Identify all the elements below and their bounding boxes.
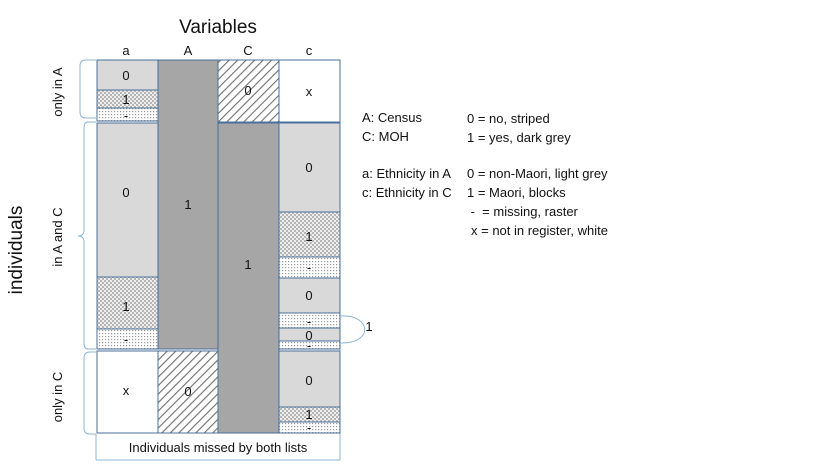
value-c-both-0-c: 0 bbox=[305, 328, 312, 343]
brace-label: 1 bbox=[365, 319, 372, 334]
column-header-c: c bbox=[306, 43, 313, 58]
value-a-only-A-0: 0 bbox=[122, 68, 129, 83]
bracket-in-A-and-C bbox=[77, 121, 96, 350]
value-c-both-missing-a: - bbox=[307, 260, 311, 275]
cell-c-both-non-maori-2 bbox=[278, 277, 341, 314]
value-c-only-C-1: 1 bbox=[305, 407, 312, 422]
value-A-only-C-0: 0 bbox=[184, 384, 191, 399]
group-label-only-in-C: only in C bbox=[50, 372, 65, 423]
legend-zero: 0 = no, striped bbox=[467, 111, 550, 126]
value-c-both-1: 1 bbox=[305, 229, 312, 244]
legend-c-label: c: Ethnicity in C bbox=[362, 185, 452, 200]
cell-c-both-missing-3 bbox=[278, 340, 341, 350]
legend-non-maori: 0 = non-Maori, light grey bbox=[467, 166, 608, 181]
value-c-both-missing-c: - bbox=[307, 338, 311, 353]
cell-c-only-C-non-maori bbox=[278, 350, 341, 408]
legend-C-label: C: MOH bbox=[362, 129, 409, 144]
cell-A-yes bbox=[157, 59, 219, 350]
value-A-1: 1 bbox=[184, 197, 191, 212]
legend-one: 1 = yes, dark grey bbox=[467, 130, 571, 145]
cell-c-both-maori-1 bbox=[278, 211, 341, 258]
diagram-title: Variables bbox=[179, 17, 257, 38]
bracket-only-in-A bbox=[79, 59, 96, 119]
cell-c-only-A-not-in-register bbox=[278, 59, 341, 123]
column-header-C: C bbox=[243, 43, 252, 58]
value-a-both-0: 0 bbox=[122, 185, 129, 200]
value-c-both-missing-b: - bbox=[307, 314, 311, 329]
value-a-both-missing: - bbox=[124, 332, 128, 347]
value-c-both-0-b: 0 bbox=[305, 288, 312, 303]
cell-c-both-non-maori-1 bbox=[278, 122, 341, 213]
legend-missing: - = missing, raster bbox=[467, 204, 578, 219]
cell-a-both-non-maori bbox=[96, 122, 159, 278]
value-a-only-A-1: 1 bbox=[122, 92, 129, 107]
legend-maori: 1 = Maori, blocks bbox=[467, 185, 566, 200]
group-label-in-A-and-C: in A and C bbox=[50, 207, 65, 266]
group-label-only-in-A: only in A bbox=[50, 67, 65, 116]
value-C-only-A-0: 0 bbox=[244, 83, 251, 98]
cell-C-yes bbox=[217, 122, 280, 434]
column-header-A: A bbox=[184, 43, 193, 58]
brace-connector bbox=[339, 315, 366, 344]
column-header-a: a bbox=[122, 43, 130, 58]
rows-axis-label: individuals bbox=[6, 206, 27, 295]
value-a-only-C-x: x bbox=[123, 383, 130, 398]
value-a-both-1: 1 bbox=[122, 299, 129, 314]
value-C-1: 1 bbox=[244, 257, 251, 272]
cell-A-no bbox=[157, 350, 219, 434]
value-c-only-A-x: x bbox=[306, 84, 313, 99]
cell-a-only-C-not-in-register bbox=[96, 350, 159, 434]
cell-C-no bbox=[217, 59, 280, 123]
footer-label: Individuals missed by both lists bbox=[129, 440, 308, 455]
cell-c-only-C-missing bbox=[278, 421, 341, 434]
value-c-only-C-0: 0 bbox=[305, 373, 312, 388]
legend-a-label: a: Ethnicity in A bbox=[362, 166, 451, 181]
value-a-only-A-missing: - bbox=[124, 108, 128, 123]
cell-a-both-maori bbox=[96, 276, 159, 330]
value-c-only-C-missing: - bbox=[307, 420, 311, 435]
bracket-only-in-C bbox=[83, 351, 96, 435]
value-c-both-0-a: 0 bbox=[305, 160, 312, 175]
legend-A-label: A: Census bbox=[362, 110, 422, 125]
legend-not-in-register: x = not in register, white bbox=[471, 223, 608, 238]
